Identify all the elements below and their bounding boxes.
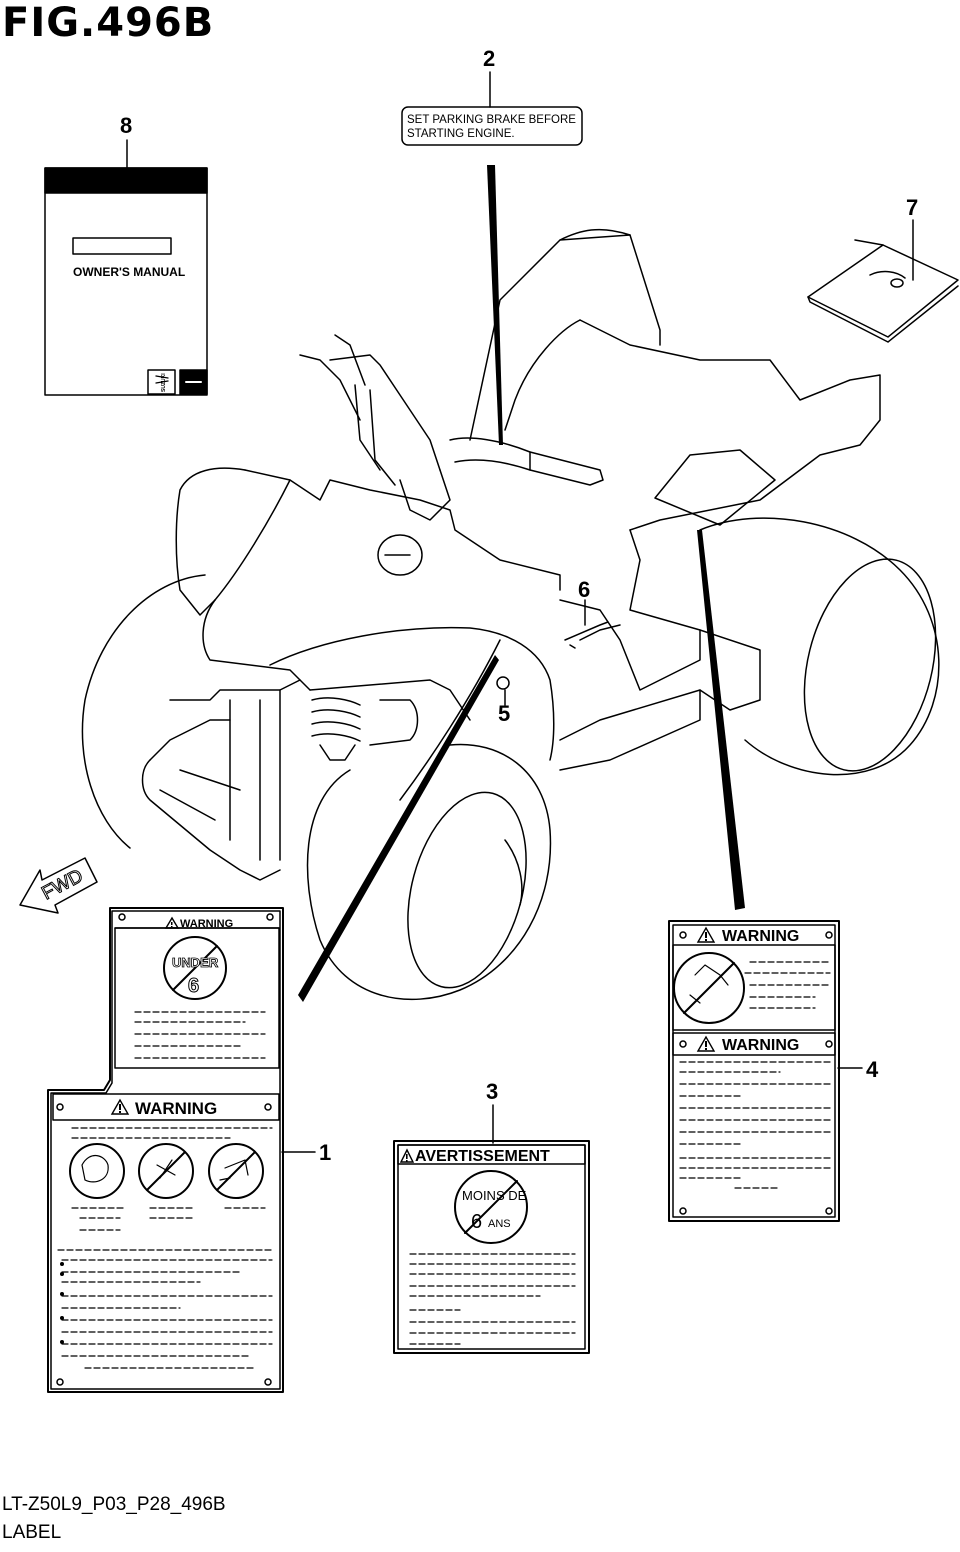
callout-2: 2 (483, 46, 495, 71)
figure-title: FIG.496B (2, 0, 215, 46)
callout-4: 4 (866, 1057, 879, 1082)
label3-ans: ANS (488, 1218, 511, 1230)
figure-name: LABEL (2, 1522, 62, 1543)
figure-code: LT-Z50L9_P03_P28_496B (2, 1494, 226, 1515)
item-3-avertissement-label (393, 1140, 590, 1354)
label1-top-heading: WARNING (180, 918, 233, 930)
callout-8: 8 (120, 113, 132, 138)
parts-diagram: 1 2 3 4 5 6 7 8 SET PARKING BRAKE BEFORE… (19, 46, 959, 1393)
item-2-parking-label (401, 106, 583, 146)
label1-under: UNDER (172, 955, 219, 970)
item-4-warning-label (668, 920, 840, 1222)
manual-title: OWNER'S MANUAL (73, 265, 185, 279)
item-1-warning-label (47, 907, 284, 1393)
callout-5: 5 (498, 701, 510, 726)
fwd-arrow (19, 857, 98, 914)
callout-3: 3 (486, 1079, 498, 1104)
label4-top-heading: WARNING (722, 928, 799, 945)
item-8-owners-manual (44, 167, 208, 396)
parking-label-line1: SET PARKING BRAKE BEFORE (407, 114, 576, 126)
label1-age: 6 (188, 975, 199, 997)
label3-age: 6 (471, 1211, 482, 1233)
parking-label-line2: STARTING ENGINE. (407, 128, 515, 140)
callout-7: 7 (906, 195, 918, 220)
atv-outline (81, 228, 940, 1001)
item-7-label-pack (807, 239, 959, 343)
label4-bottom-heading: WARNING (722, 1037, 799, 1054)
label1-bottom-heading: WARNING (135, 1099, 217, 1118)
label3-moins-de: MOINS DE (462, 1188, 527, 1203)
manual-brand: SUZUKI (161, 373, 167, 392)
callout-1: 1 (319, 1140, 331, 1165)
fwd-label: FWD (38, 866, 86, 905)
callout-6: 6 (578, 577, 590, 602)
label3-heading: AVERTISSEMENT (415, 1148, 550, 1165)
